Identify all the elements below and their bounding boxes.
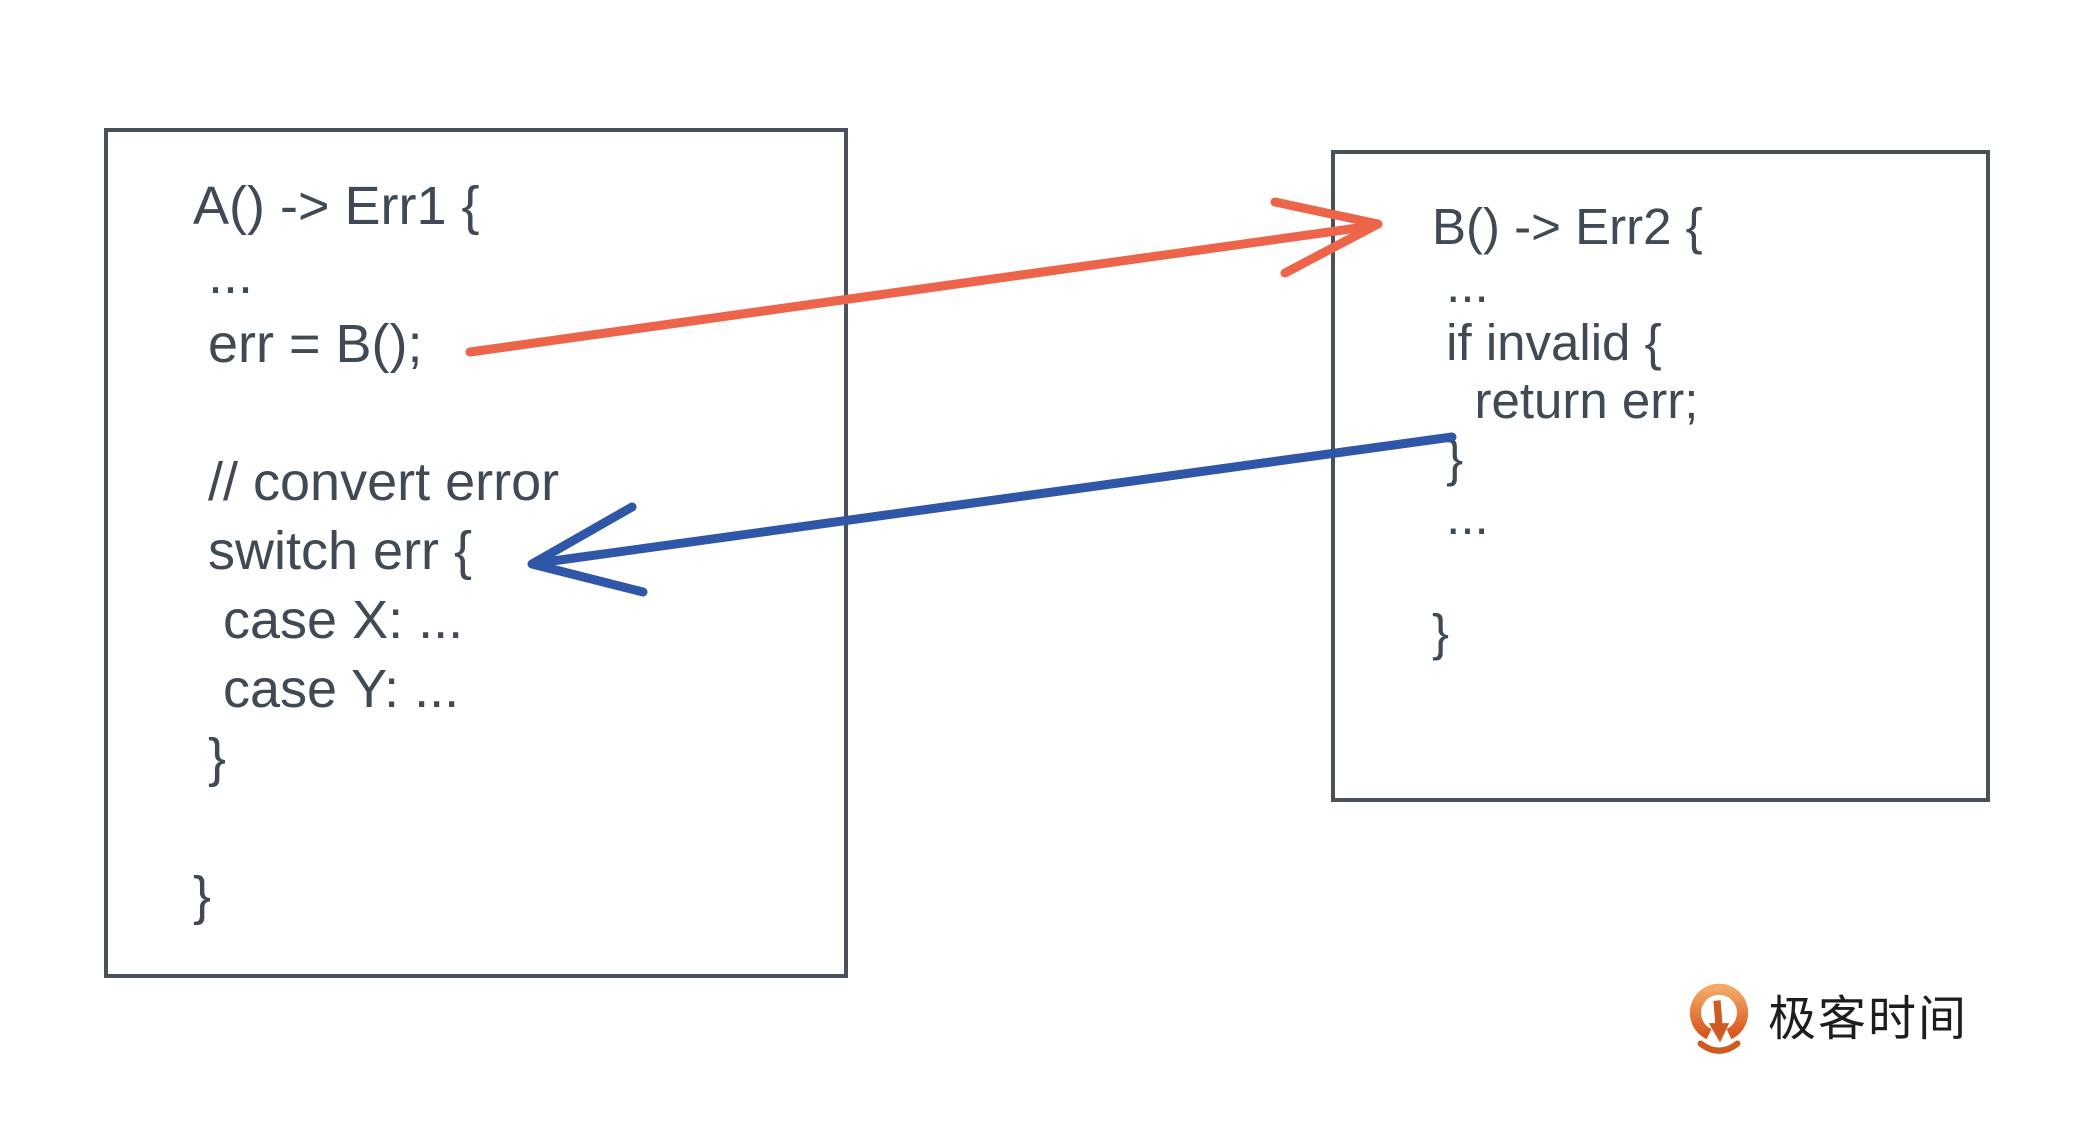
geektime-logo-text: 极客时间	[1768, 993, 1969, 1046]
code-line	[1432, 546, 1970, 604]
code-line: B() -> Err2 {	[1432, 198, 1703, 255]
code-line: // convert error	[193, 452, 560, 512]
geektime-logo: 极客时间	[1686, 976, 1968, 1064]
code-line: return err;	[1432, 372, 1699, 429]
code-line: case X: ...	[193, 590, 464, 650]
geektime-logo-icon	[1689, 983, 1749, 1054]
code-panel-function-b: B() -> Err2 { ... if invalid { return er…	[1331, 150, 1990, 802]
code-line: err = B();	[193, 314, 423, 374]
code-line: ...	[193, 245, 254, 305]
code-line: }	[1432, 604, 1450, 661]
code-line	[193, 379, 824, 448]
code-line: A() -> Err1 {	[193, 176, 480, 236]
code-line: }	[193, 866, 212, 926]
code-line	[193, 793, 824, 862]
code-line: ...	[1432, 488, 1489, 545]
code-line: }	[193, 728, 227, 788]
code-line: case Y: ...	[193, 659, 460, 719]
code-line: ...	[1432, 256, 1489, 313]
code-line: switch err {	[193, 521, 473, 581]
code-line: if invalid {	[1432, 314, 1662, 371]
code-line: }	[1432, 430, 1464, 487]
code-panel-function-a: A() -> Err1 { ... err = B(); // convert …	[104, 128, 848, 978]
